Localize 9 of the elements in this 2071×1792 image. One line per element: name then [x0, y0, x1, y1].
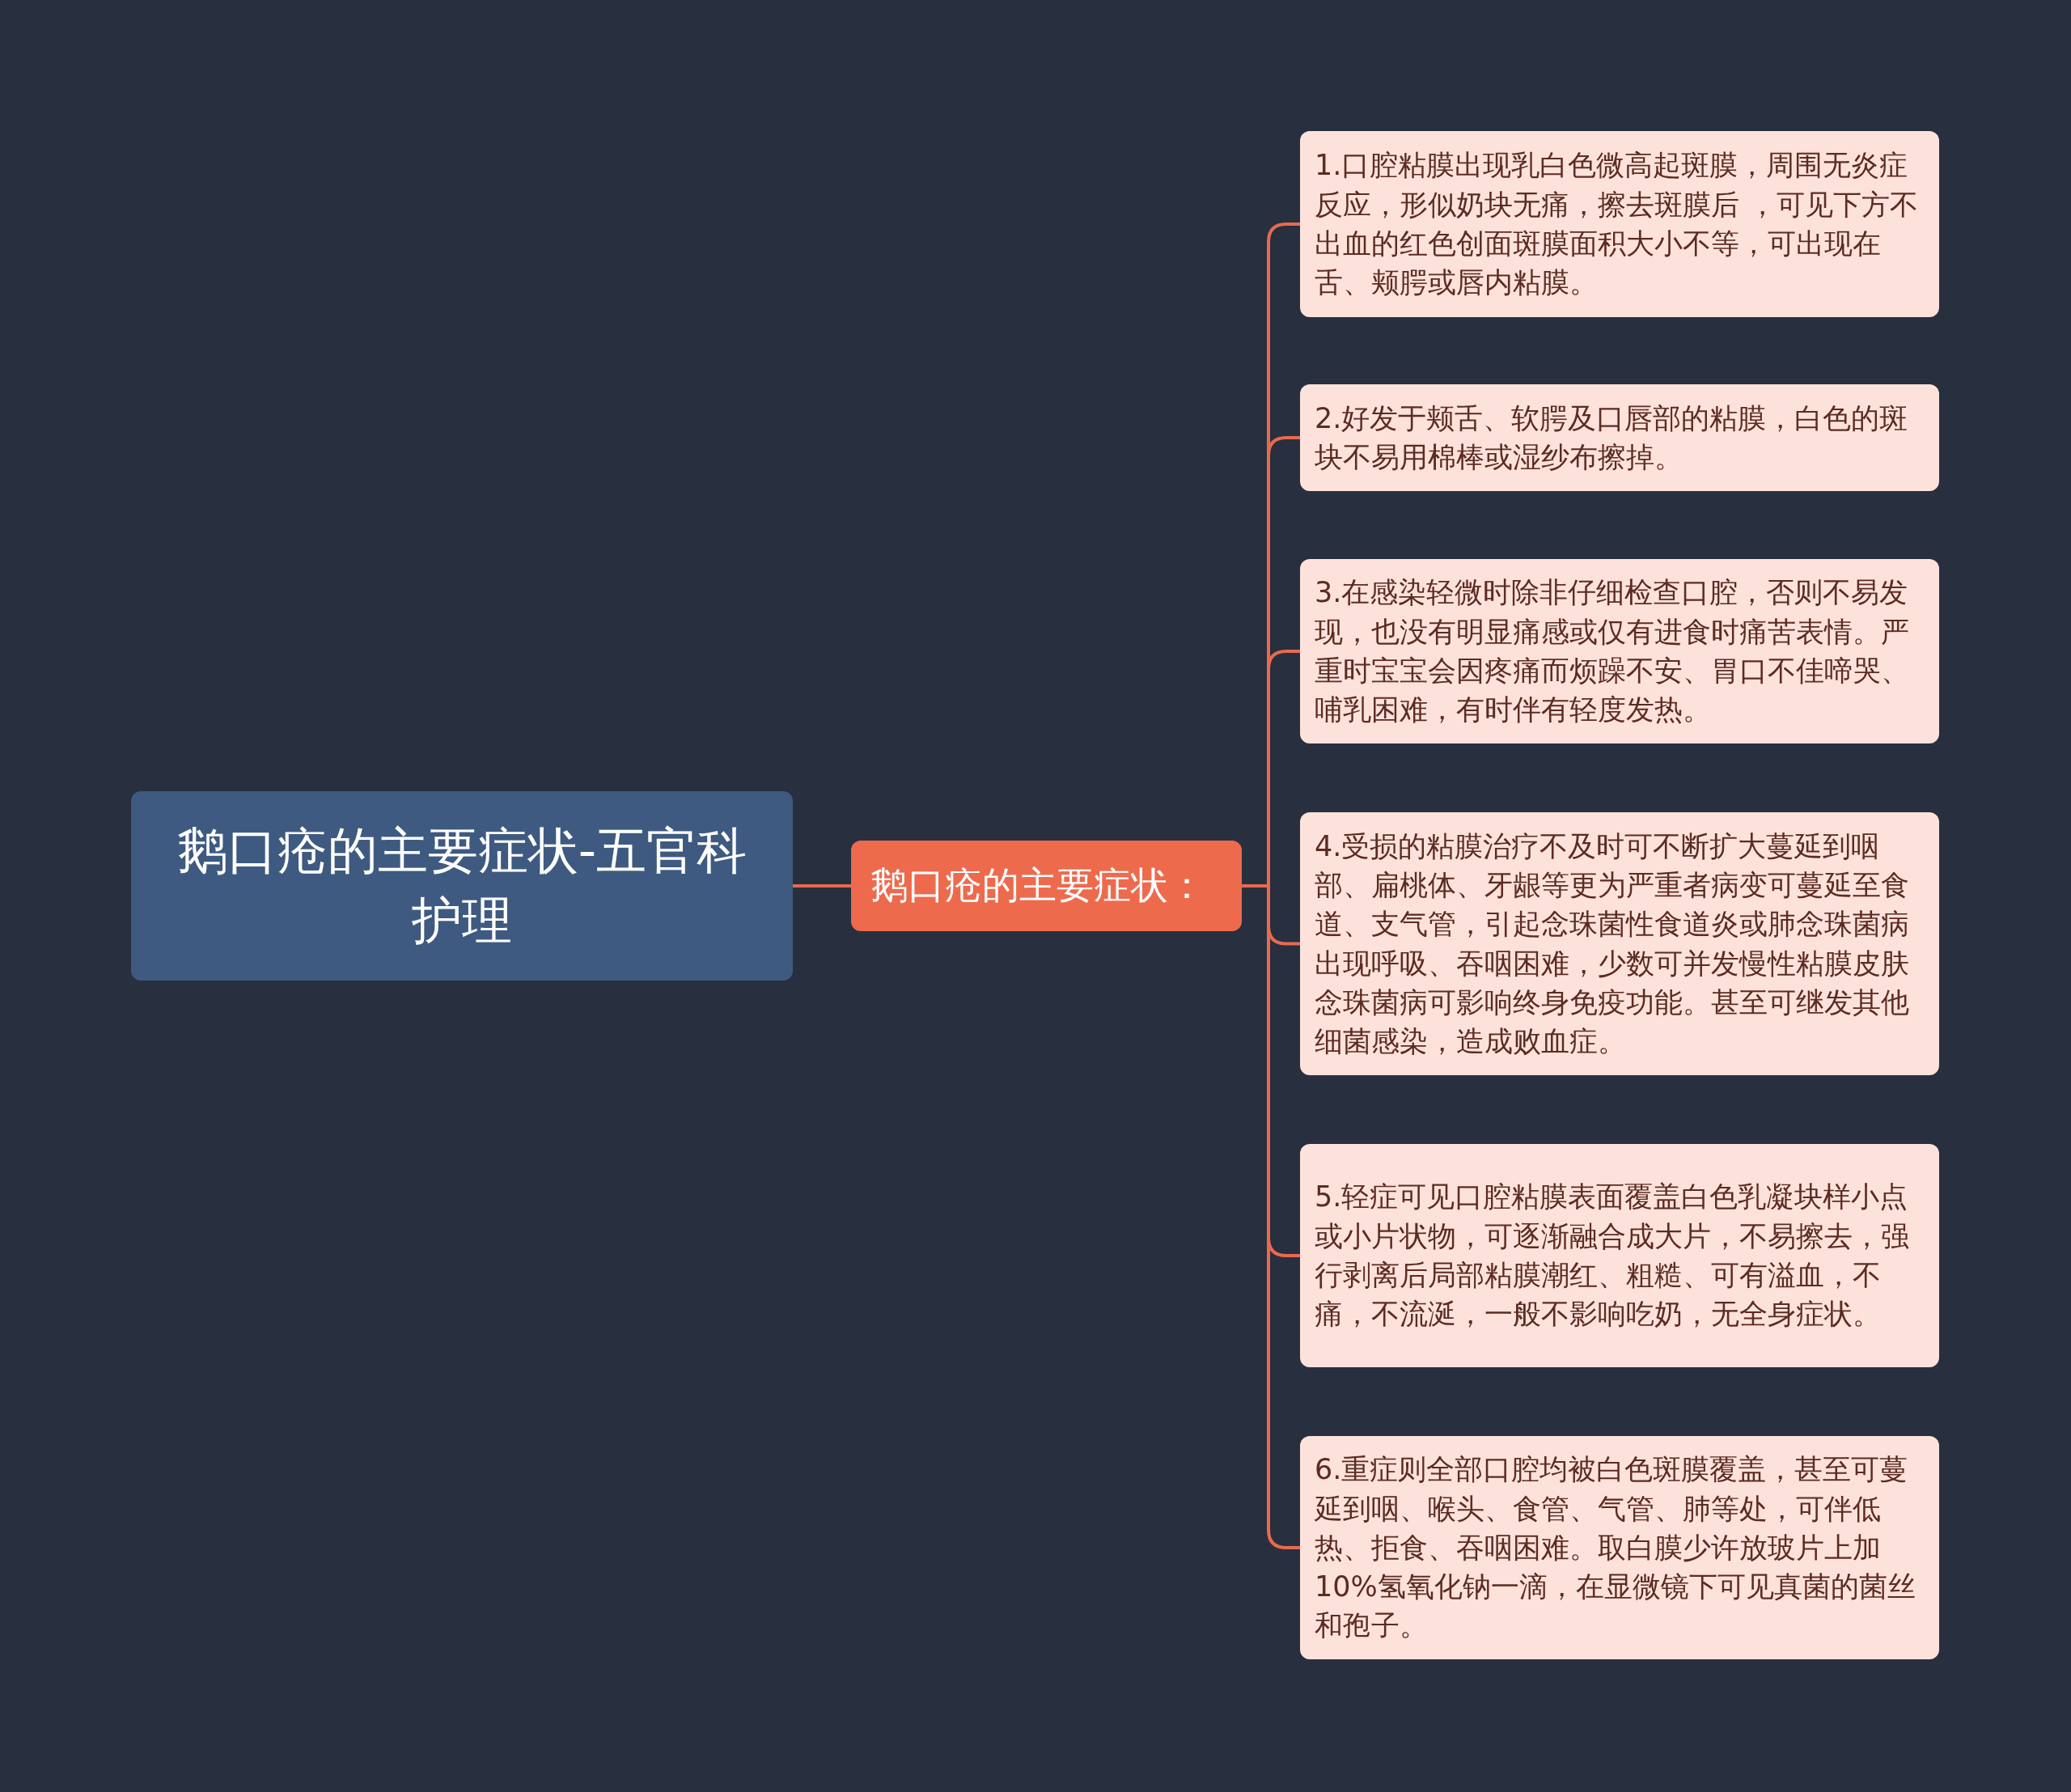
detail-box: 1.口腔粘膜出现乳白色微高起斑膜，周围无炎症反应，形似奶块无痛，擦去斑膜后 ，可见下方不出血的红色创面斑膜面积大小不等，可出现在舌、颊腭或唇内粘膜。: [1300, 131, 1939, 317]
root-topic-box: 鹅口疮的主要症状-五官科护理: [131, 791, 793, 981]
connector-line: [793, 884, 851, 888]
detail-box: 6.重症则全部口腔均被白色斑膜覆盖，甚至可蔓延到咽、喉头、食管、气管、肺等处，可伴低热、拒食、吞咽困难。取白膜少许放玻片上加10%氢氧化钠一滴，在显微镜下可见真菌的菌丝和孢子。: [1300, 1436, 1939, 1659]
subtopic-box: 鹅口疮的主要症状：: [851, 841, 1242, 931]
detail-box: 3.在感染轻微时除非仔细检查口腔，否则不易发现，也没有明显痛感或仅有进食时痛苦表情。严重时宝宝会因疼痛而烦躁不安、胃口不佳啼哭、哺乳困难，有时伴有轻度发热。: [1300, 559, 1939, 743]
detail-box: 5.轻症可见口腔粘膜表面覆盖白色乳凝块样小点或小片状物，可逐渐融合成大片，不易擦去，强行剥离后局部粘膜潮红、粗糙、可有溢血，不痛，不流涎，一般不影响吃奶，无全身症状。: [1300, 1144, 1939, 1367]
detail-box: 4.受损的粘膜治疗不及时可不断扩大蔓延到咽部、扁桃体、牙龈等更为严重者病变可蔓延至食道、支气管，引起念珠菌性食道炎或肺念珠菌病出现呼吸、吞咽困难，少数可并发慢性粘膜皮肤念珠菌病可影响终身免疫功能。甚至可继发其他细菌感染，造成败血症。: [1300, 812, 1939, 1075]
detail-box: 2.好发于颊舌、软腭及口唇部的粘膜，白色的斑块不易用棉棒或湿纱布擦掉。: [1300, 384, 1939, 491]
